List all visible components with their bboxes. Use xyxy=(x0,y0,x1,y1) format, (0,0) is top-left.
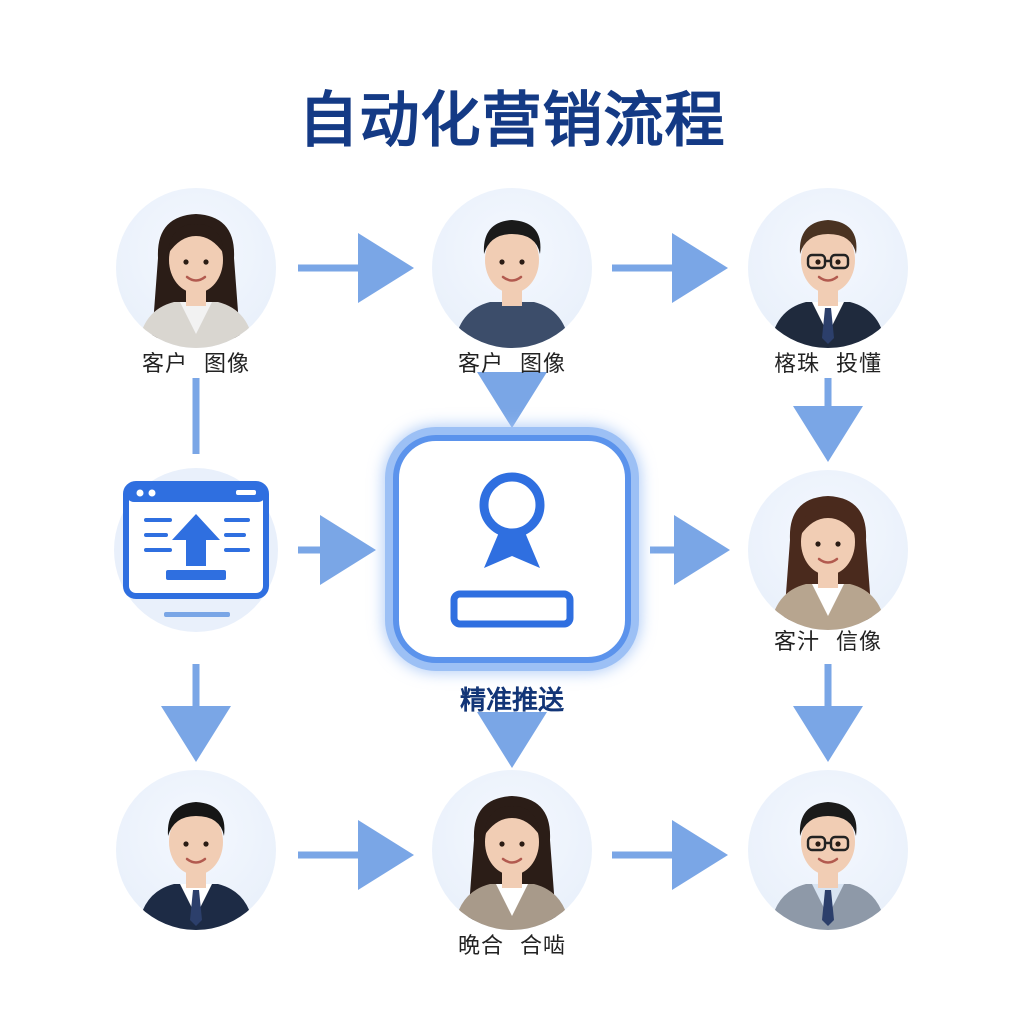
user-badge-icon xyxy=(385,427,639,671)
page-title: 自动化营销流程 xyxy=(298,86,726,156)
node-bottom-right xyxy=(748,770,908,930)
label-top-right: 楁珠 投懂 xyxy=(774,352,882,377)
node-bottom-middle xyxy=(432,770,592,930)
node-top-right xyxy=(748,188,908,348)
avatar-middle-right xyxy=(770,496,886,630)
node-top-middle xyxy=(432,188,592,348)
label-middle-right: 客汁 信像 xyxy=(774,630,882,655)
upload-window-icon xyxy=(114,468,278,632)
node-bottom-left xyxy=(116,770,276,930)
avatar-top-right xyxy=(770,220,886,348)
avatar-bottom-middle xyxy=(454,796,570,930)
center-label: 精准推送 xyxy=(459,686,564,716)
avatar-top-left xyxy=(138,214,254,348)
label-bottom-middle: 晩合 合啮 xyxy=(458,934,566,959)
avatar-bottom-left xyxy=(138,802,254,930)
avatar-top-middle xyxy=(454,220,570,348)
node-top-left xyxy=(116,188,276,348)
node-middle-right xyxy=(748,470,908,630)
avatar-bottom-right xyxy=(770,802,886,930)
label-top-middle: 客户 图像 xyxy=(458,352,566,377)
label-top-left: 客户 图像 xyxy=(142,352,250,377)
